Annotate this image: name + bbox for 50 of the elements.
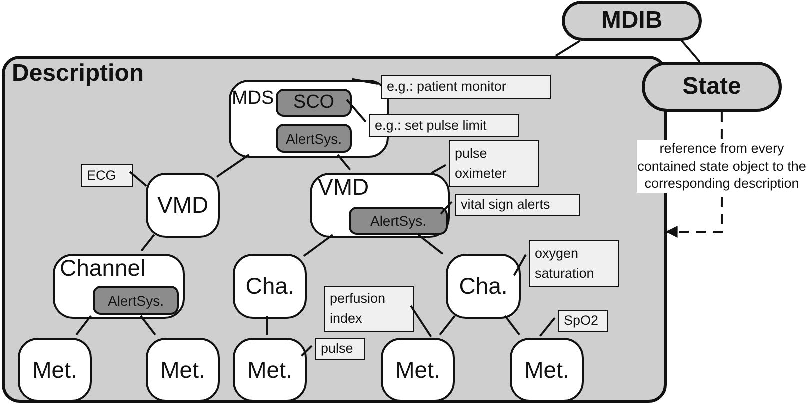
heading: Channel <box>60 255 146 282</box>
callout: vital sign alerts <box>455 194 580 216</box>
heading: VMD <box>318 174 370 201</box>
callout: oxygen saturation <box>529 240 619 287</box>
leader-line <box>410 305 432 338</box>
connector-line <box>337 154 352 171</box>
metric-box: Met. <box>146 338 220 402</box>
vmd-box <box>310 173 450 238</box>
callout: perfusion index <box>324 286 414 332</box>
callout: pulse oximeter <box>449 140 539 187</box>
callout: e.g.: set pulse limit <box>369 114 519 137</box>
channel-box: Cha. <box>233 254 307 319</box>
metric-box: Met. <box>18 338 92 402</box>
callout: SpO2 <box>558 310 608 332</box>
connector-line <box>439 315 456 336</box>
leader-line <box>431 164 446 174</box>
mdib-pill: MDIB <box>562 1 702 41</box>
state-pill: State <box>642 62 782 112</box>
connector-line <box>266 316 268 335</box>
channel-box <box>53 254 185 319</box>
leader-line <box>129 171 148 188</box>
connector-line <box>140 315 156 336</box>
callout: e.g.: patient monitor <box>381 75 551 99</box>
connector-line <box>76 315 92 336</box>
alert-system-box: AlertSys. <box>276 124 352 153</box>
channel-box: Cha. <box>446 254 521 319</box>
metric-box: Met. <box>381 338 455 402</box>
callout: ECG <box>81 164 133 187</box>
leader-line <box>301 345 313 357</box>
heading: Description <box>12 60 144 88</box>
connector-line <box>216 154 250 178</box>
connector-line <box>140 234 156 252</box>
callout: pulse <box>315 338 365 360</box>
leader-line <box>352 78 378 85</box>
leader-line <box>513 254 527 276</box>
connector-line <box>555 40 581 57</box>
alert-system-box: AlertSys. <box>93 286 179 315</box>
metric-box: Met. <box>233 338 307 402</box>
leader-line <box>346 99 367 123</box>
alert-system-box: AlertSys. <box>349 207 448 235</box>
leader-line <box>440 201 453 215</box>
sco-box: SCO <box>276 89 352 117</box>
connector-line <box>303 234 334 258</box>
connector-line <box>681 40 701 63</box>
metric-box: Met. <box>510 338 584 402</box>
leader-line <box>540 317 556 337</box>
vmd-box: VMD <box>146 173 220 238</box>
edge-label: reference from every contained state object to the corresponding description <box>637 140 807 193</box>
connector-line <box>504 315 520 336</box>
heading: MDS <box>232 88 274 110</box>
